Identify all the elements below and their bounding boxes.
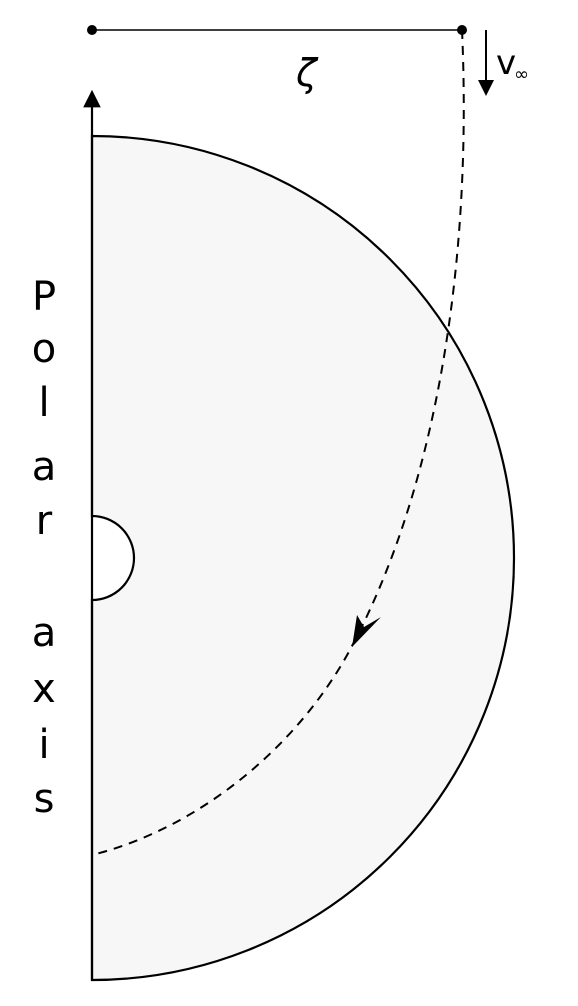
velocity-label: v	[496, 43, 516, 83]
trajectory-path	[91, 29, 465, 856]
axis-letter-o: o	[32, 326, 56, 372]
axis-letter-s: s	[34, 776, 55, 822]
axis-letter-i: i	[38, 722, 49, 768]
axis-letter-l: l	[38, 380, 49, 426]
velocity-infinity-subscript: ∞	[514, 64, 529, 85]
impact-parameter-start-dot	[87, 25, 97, 35]
trajectory-arrowhead	[352, 615, 381, 647]
half-disk-region	[90, 134, 516, 982]
axis-letter-a1: a	[32, 444, 57, 490]
axis-letter-r: r	[36, 498, 53, 544]
axis-letter-x: x	[32, 666, 56, 712]
axis-letter-p: P	[32, 274, 56, 320]
zeta-label: ζ	[295, 51, 319, 95]
axis-letter-a2: a	[32, 610, 57, 656]
